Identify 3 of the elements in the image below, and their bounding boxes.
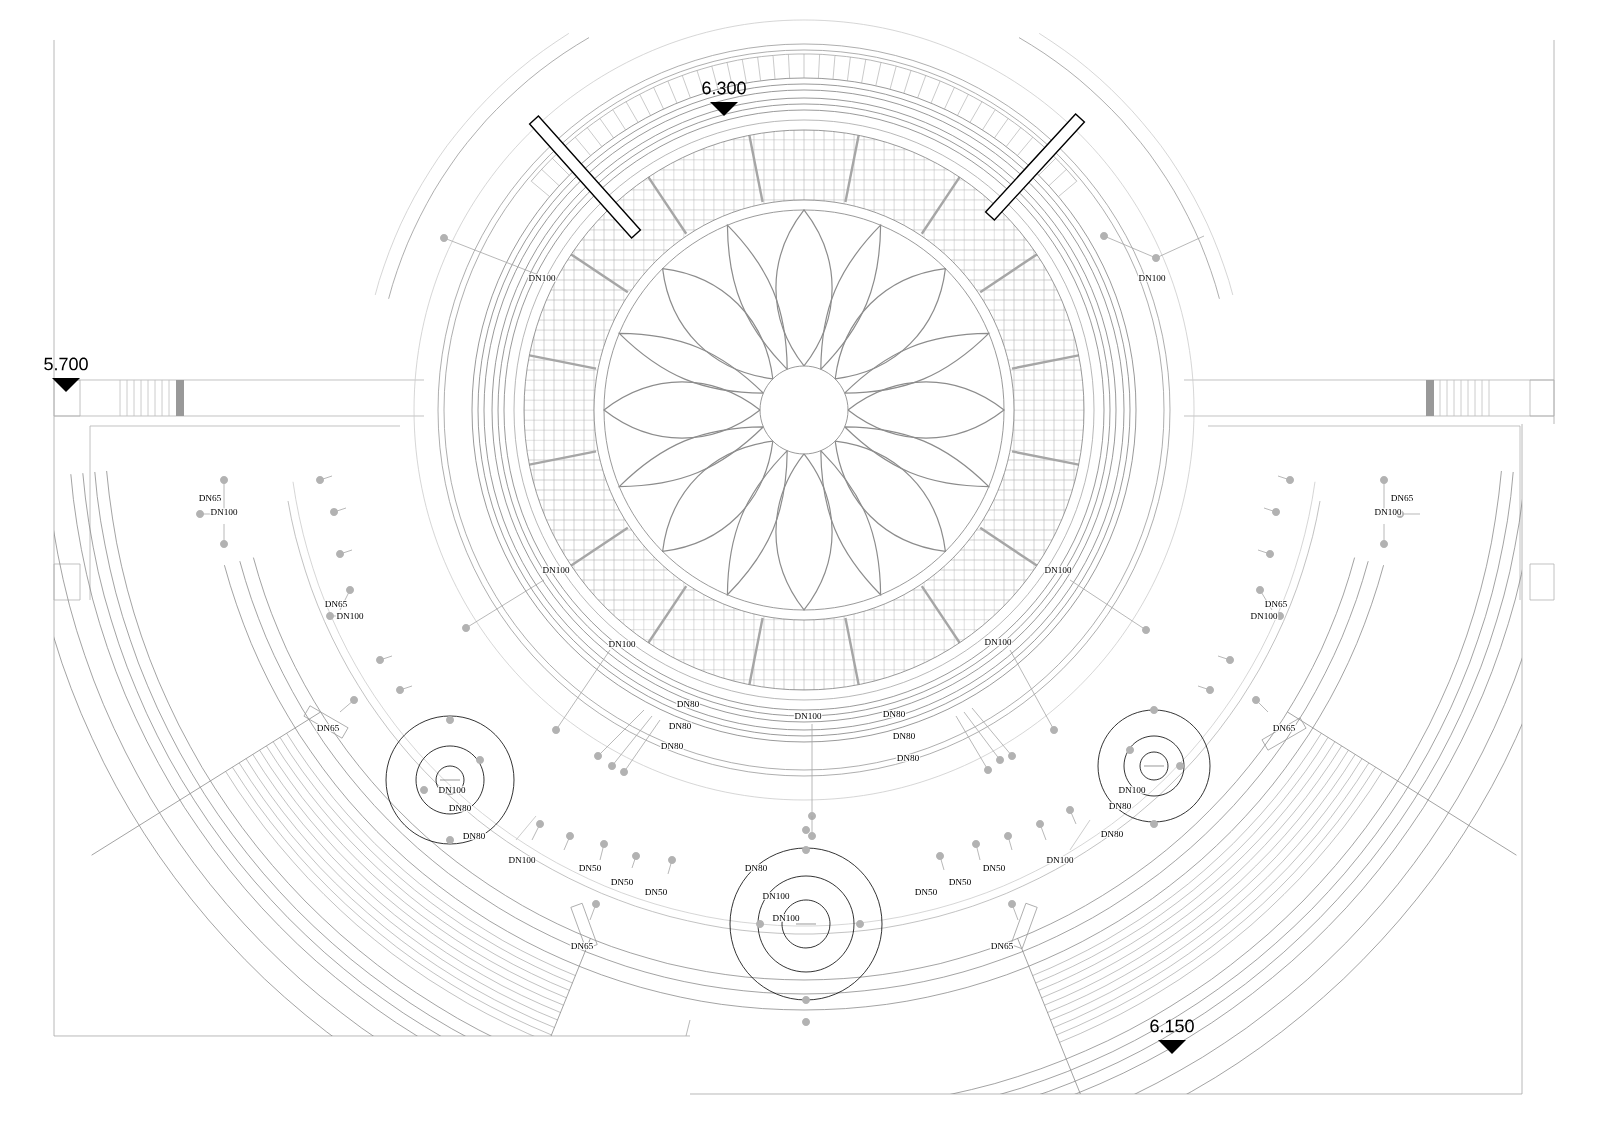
elevation-label: 6.300 (702, 81, 746, 95)
elevation-label: 5.700 (44, 357, 88, 371)
elevation-label: 6.150 (1150, 1019, 1194, 1033)
